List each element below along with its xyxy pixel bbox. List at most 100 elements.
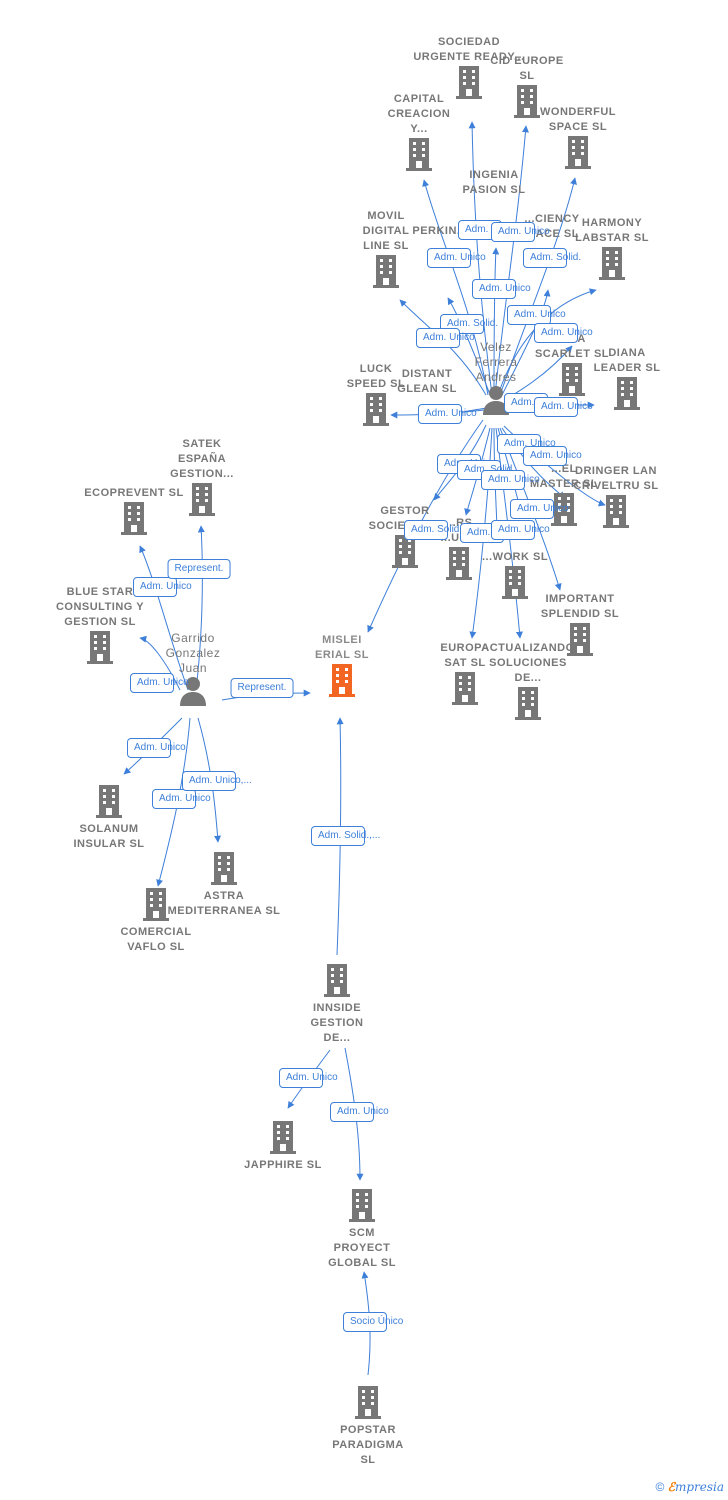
node-label: ASTRA MEDITERRANEA SL: [167, 890, 281, 917]
person-garrido[interactable]: Garrido Gonzalez Juan: [133, 631, 253, 706]
relation-badge[interactable]: Adm. Solid.,...: [311, 826, 380, 846]
node-sociedad-urgente[interactable]: SOCIEDAD URGENTE READY...: [409, 35, 529, 99]
relation-badge[interactable]: Adm. Solid.: [404, 520, 462, 540]
node-luck-speed[interactable]: LUCK SPEED SL: [316, 362, 436, 426]
building-icon: [614, 377, 640, 410]
relation-badge[interactable]: Adm. Unico: [534, 397, 593, 417]
building-icon: [121, 502, 147, 535]
node-distant-glean[interactable]: DISTANT GLEAN SL: [367, 367, 487, 397]
person-label: Garrido Gonzalez Juan: [165, 631, 221, 675]
node-label: BLUE STAR CONSULTING Y GESTION SL: [55, 586, 145, 628]
node-label: ACTUALIZANDO SOLUCIONES DE...: [481, 642, 575, 684]
node-mislei-erial[interactable]: MISLEI ERIAL SL: [282, 633, 402, 697]
building-icon: [452, 672, 478, 705]
relation-badge[interactable]: Represent.: [167, 559, 231, 579]
node-work[interactable]: ...WORK SL: [455, 550, 575, 599]
node-label: CID EUROPE SL: [490, 55, 564, 82]
node-label: HARMONY LABSTAR SL: [575, 217, 649, 244]
node-japphire[interactable]: JAPPHIRE SL: [223, 1120, 343, 1173]
node-master[interactable]: ...EL MASTER SL: [504, 462, 624, 526]
node-satek[interactable]: SATEK ESPAÑA GESTION...: [142, 437, 262, 516]
relation-badge[interactable]: Adm. Unico: [416, 328, 475, 348]
person-label: Velez Ferrera Andres: [474, 340, 518, 384]
node-ecoprevent[interactable]: ECOPREVENT SL: [74, 486, 194, 535]
node-solanum[interactable]: SOLANUM INSULAR SL: [49, 784, 169, 852]
relation-badge[interactable]: Adm. Unico: [418, 404, 477, 424]
node-important-splendid[interactable]: IMPORTANT SPLENDID SL: [520, 592, 640, 656]
relation-badge[interactable]: Adm. Unico: [491, 520, 550, 540]
node-label: DRINGER LAN CRIVELTRU SL: [573, 465, 659, 492]
node-efficiency-space[interactable]: ...CIENCY ...ACE SL: [492, 212, 612, 242]
node-label: SCM PROYECT GLOBAL SL: [328, 1227, 396, 1269]
node-label: ...EL MASTER SL: [529, 463, 599, 490]
node-dringer-lan[interactable]: DRINGER LAN CRIVELTRU SL: [556, 464, 676, 528]
person-icon: [180, 677, 206, 706]
node-europa-sat[interactable]: EUROPA SAT SL: [405, 641, 525, 705]
node-label: POPSTAR PARADIGMA SL: [332, 1424, 404, 1466]
building-icon: [355, 1386, 381, 1419]
node-diana-leader[interactable]: DIANA LEADER SL: [567, 346, 687, 410]
relation-badge[interactable]: Adm. Unico: [127, 738, 186, 758]
node-label: ECOPREVENT SL: [84, 487, 184, 499]
relation-badge[interactable]: Adm. Unico: [481, 470, 540, 490]
node-harmony-labstar[interactable]: HARMONY LABSTAR SL: [552, 216, 672, 280]
node-capital-creacion[interactable]: CAPITAL CREACION Y...: [359, 92, 479, 171]
node-label: DISTANT GLEAN SL: [397, 368, 457, 395]
node-ingenia-pasion[interactable]: INGENIA PASION SL: [434, 168, 554, 198]
person-velez-ferrera[interactable]: Velez Ferrera Andres: [436, 340, 556, 415]
relation-badge[interactable]: Adm. Unico: [523, 446, 582, 466]
node-label: DIANA LEADER SL: [593, 347, 661, 374]
node-cid-europe[interactable]: CID EUROPE SL: [467, 54, 587, 118]
relation-badge[interactable]: Adm. Unico: [427, 248, 486, 268]
building-icon: [363, 393, 389, 426]
building-icon: [502, 566, 528, 599]
node-scm-proyect[interactable]: SCM PROYECT GLOBAL SL: [302, 1188, 422, 1271]
node-label: LUCK SPEED SL: [346, 363, 406, 390]
relation-badge[interactable]: Adm. Unico: [510, 499, 569, 519]
relation-badge[interactable]: Socio Único: [343, 1312, 403, 1332]
node-astra[interactable]: ASTRA MEDITERRANEA SL: [164, 851, 284, 919]
relation-badge[interactable]: Adm. Unico: [472, 279, 531, 299]
node-label: INNSIDE GESTION DE...: [310, 1002, 364, 1044]
node-popstar[interactable]: POPSTAR PARADIGMA SL: [308, 1385, 428, 1468]
building-icon: [324, 964, 350, 997]
building-icon: [551, 493, 577, 526]
relation-badge[interactable]: Adm. Unico: [507, 305, 566, 325]
node-movil-digital[interactable]: MOVIL DIGITAL LINE SL: [326, 209, 446, 288]
empresia-logo[interactable]: © ℰmpresia: [655, 1480, 724, 1494]
building-icon: [143, 888, 169, 921]
building-icon: [406, 138, 432, 171]
building-icon: [392, 535, 418, 568]
node-label: COMERCIAL VAFLO SL: [120, 926, 192, 953]
relation-badge[interactable]: Adm. Unico: [279, 1068, 338, 1088]
relation-badge[interactable]: Represent.: [230, 678, 294, 698]
relation-badge[interactable]: Adm. Unico: [330, 1102, 389, 1122]
node-label: SOLANUM INSULAR SL: [73, 823, 145, 850]
building-icon-highlighted: [329, 664, 355, 697]
relation-badge[interactable]: Adm. Unico: [491, 222, 550, 242]
relation-badge[interactable]: Adm. Solid.: [523, 248, 581, 268]
node-wonderful-space[interactable]: WONDERFUL SPACE SL: [518, 105, 638, 169]
building-icon: [189, 483, 215, 516]
node-comercial-vaflo[interactable]: COMERCIAL VAFLO SL: [96, 887, 216, 955]
relation-badge[interactable]: Adm. Unico: [133, 577, 192, 597]
copyright-icon: ©: [655, 1480, 665, 1494]
relation-badge[interactable]: Adm. Unico: [130, 673, 189, 693]
building-icon: [446, 547, 472, 580]
node-label: EUROPA SAT SL: [440, 642, 490, 669]
building-icon: [87, 631, 113, 664]
node-blue-star[interactable]: BLUE STAR CONSULTING Y GESTION SL: [40, 585, 160, 664]
node-label: INGENIA PASION SL: [462, 169, 526, 196]
node-label: ...WORK SL: [481, 551, 549, 563]
relation-badge[interactable]: Adm. Unico: [534, 323, 593, 343]
relation-badge[interactable]: Adm. Unico: [152, 789, 211, 809]
building-icon: [211, 852, 237, 885]
building-icon: [270, 1121, 296, 1154]
building-icon: [96, 785, 122, 818]
relation-badge[interactable]: Adm. Unico,...: [182, 771, 252, 791]
building-icon: [599, 247, 625, 280]
building-icon: [515, 687, 541, 720]
node-innside[interactable]: INNSIDE GESTION DE...: [277, 963, 397, 1046]
node-actualizando[interactable]: ACTUALIZANDO SOLUCIONES DE...: [468, 641, 588, 720]
node-perkin[interactable]: PERKIN...: [380, 224, 500, 239]
